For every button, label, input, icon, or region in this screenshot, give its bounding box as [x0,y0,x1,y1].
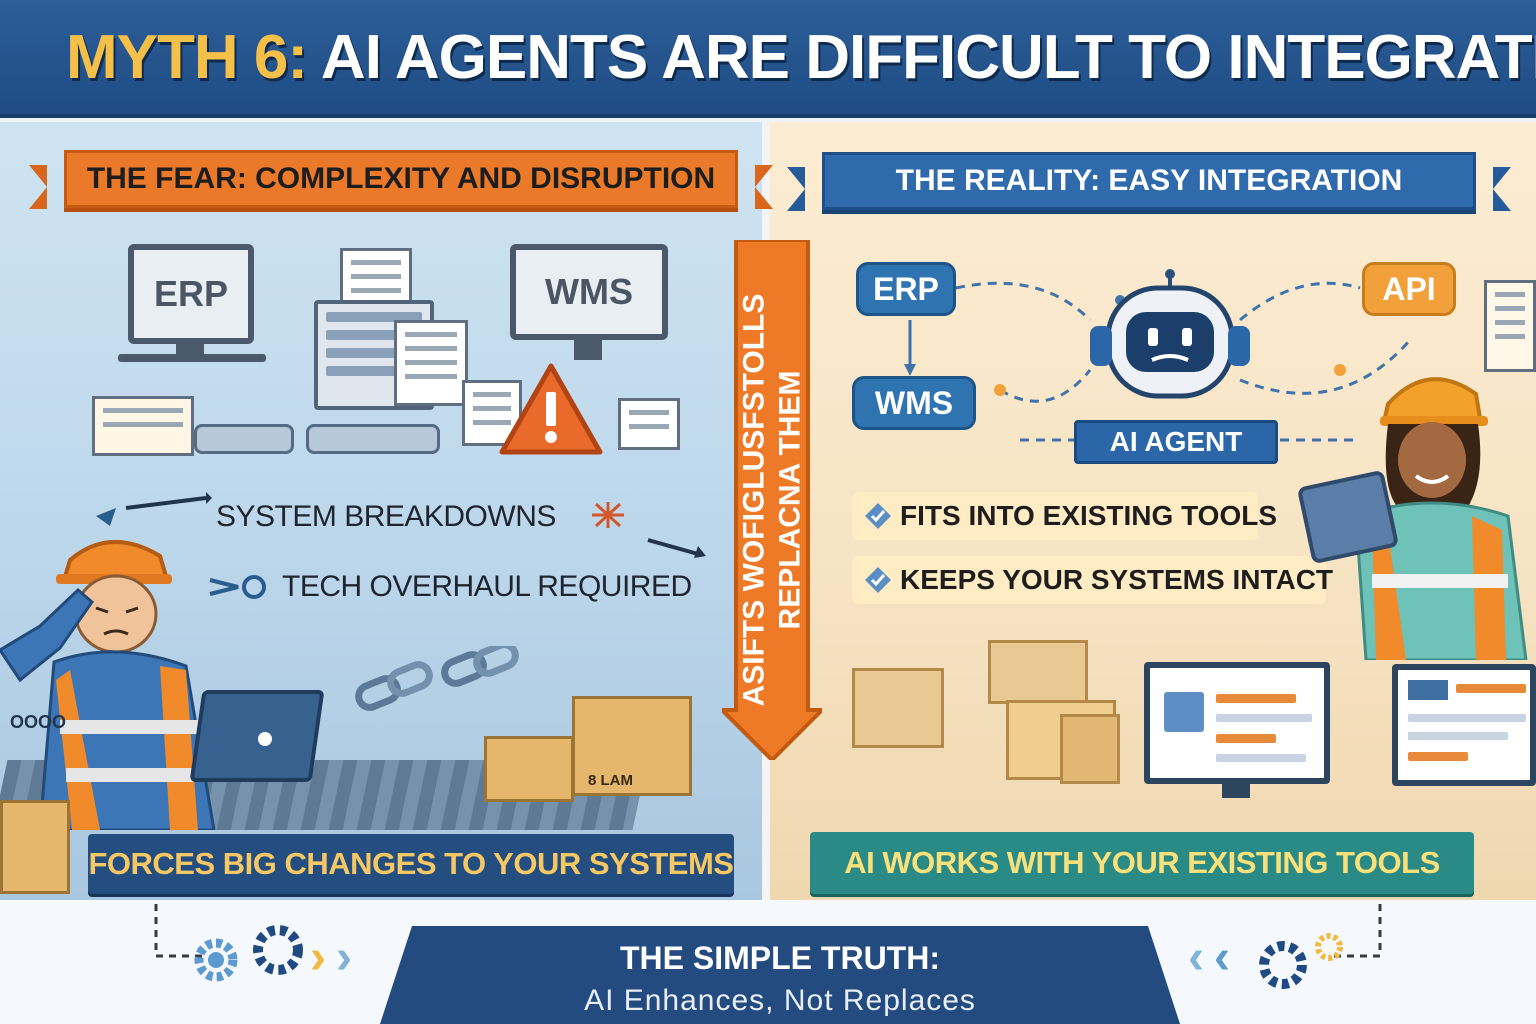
secondary-monitor [1392,664,1536,786]
erp-monitor-label: ERP [153,273,229,314]
benefit-text: KEEPS YOUR SYSTEMS INTACT [900,564,1334,595]
ribbon-tail-left [29,165,47,209]
chevron-right-icon: › [310,931,326,984]
wms-monitor-stand [574,340,602,360]
gear-icon [194,938,238,982]
dashboard-monitor-stand [1222,784,1250,798]
fear-item-system-breakdowns: SYSTEM BREAKDOWNS [216,500,556,533]
footer-connector-left [154,904,206,958]
chevron-left-icon: ‹ [1188,931,1204,984]
happy-worker-illustration [1354,377,1528,660]
calendar-card [92,396,194,456]
spark-icon [592,502,624,528]
fear-ribbon-text: THE FEAR: COMPLEXITY AND DISRUPTION [86,162,716,195]
gear-icon [253,925,303,975]
shelf-box-4 [1060,714,1120,784]
wall-document [1484,280,1536,372]
check-icon [865,567,891,593]
erp-monitor-stand [176,344,204,356]
erp-tag: ERP [856,262,956,316]
fear-ribbon: THE FEAR: COMPLEXITY AND DISRUPTION [29,150,773,209]
stressed-worker-illustration [0,539,216,830]
center-arrow-text: ASIFTS WOFIGLUSFSTOLLS REPLACNA THEM [722,240,822,760]
chevron-left-icon: ‹ [1214,931,1230,984]
broken-chain-icon [355,646,519,711]
ai-agent-label: AI AGENT [1074,420,1278,464]
header: MYTH 6: AI AGENTS ARE DIFFICULT TO INTEG… [0,0,1536,118]
gear-icon [1315,933,1343,961]
wms-monitor-label: WMS [545,271,633,312]
benefit-fits-existing-tools: FITS INTO EXISTING TOOLS [852,492,1277,540]
cardboard-box-1 [572,696,692,796]
wms-monitor: WMS [510,244,668,340]
truth-banner [380,926,1180,1024]
cardboard-box-2 [484,736,574,802]
tool-icon [209,575,266,599]
erp-monitor: ERP [128,244,254,344]
erp-monitor-base [118,354,266,362]
benefit-keeps-systems-intact: KEEPS YOUR SYSTEMS INTACT [852,556,1333,604]
center-arrow [722,240,822,760]
gear-icon [1259,941,1307,989]
chevron-right-icon: › [336,931,352,984]
laptop [189,690,325,782]
reality-banner-text: AI WORKS WITH YOUR EXISTING TOOLS [844,845,1440,880]
check-icon [865,503,891,529]
dashboard-monitor [1144,662,1330,784]
reality-ribbon-text: THE REALITY: EASY INTEGRATION [895,164,1403,197]
warning-icon [499,363,603,455]
hardware-chip-2 [306,424,440,454]
title-rest: AI AGENTS ARE DIFFICULT TO INTEGRATE [307,23,1536,92]
api-tag: API [1362,262,1456,316]
wms-tag: WMS [852,376,976,430]
box-label: 8 LAM [588,772,633,789]
center-arrow-line1: ASIFTS WOFIGLUSFSTOLLS [737,293,771,707]
reality-ribbon: THE REALITY: EASY INTEGRATION [787,152,1511,211]
shelf-box-1 [852,668,944,748]
broken-plug-icon [96,492,212,526]
report-document [394,320,468,406]
truth-title: THE SIMPLE TRUTH: [620,940,940,976]
side-label: OOOO [10,712,67,732]
small-document [618,398,680,450]
ai-robot-icon [1090,269,1250,399]
fear-item-tech-overhaul: TECH OVERHAUL REQUIRED [282,570,692,603]
hardware-chip-1 [194,424,294,454]
truth-subtitle: AI Enhances, Not Replaces [584,984,976,1017]
laptop-camera [258,732,272,746]
page-title: MYTH 6: AI AGENTS ARE DIFFICULT TO INTEG… [66,22,1536,93]
ribbon-tail-right [1493,167,1511,211]
center-arrow-line2: REPLACNA THEM [773,370,807,630]
cardboard-box-3 [0,800,70,894]
ribbon-tail-left [787,167,805,211]
footer-connector-right [1330,904,1382,958]
fear-banner-text: FORCES BIG CHANGES TO YOUR SYSTEMS [88,846,734,881]
shelf-box-2 [988,640,1088,704]
title-highlight: MYTH 6: [66,23,308,92]
crossed-arrow-icon [647,538,706,558]
fear-banner: FORCES BIG CHANGES TO YOUR SYSTEMS [88,834,734,894]
ribbon-tail-right [755,165,773,209]
benefit-text: FITS INTO EXISTING TOOLS [900,500,1278,531]
reality-banner: AI WORKS WITH YOUR EXISTING TOOLS [810,832,1474,894]
